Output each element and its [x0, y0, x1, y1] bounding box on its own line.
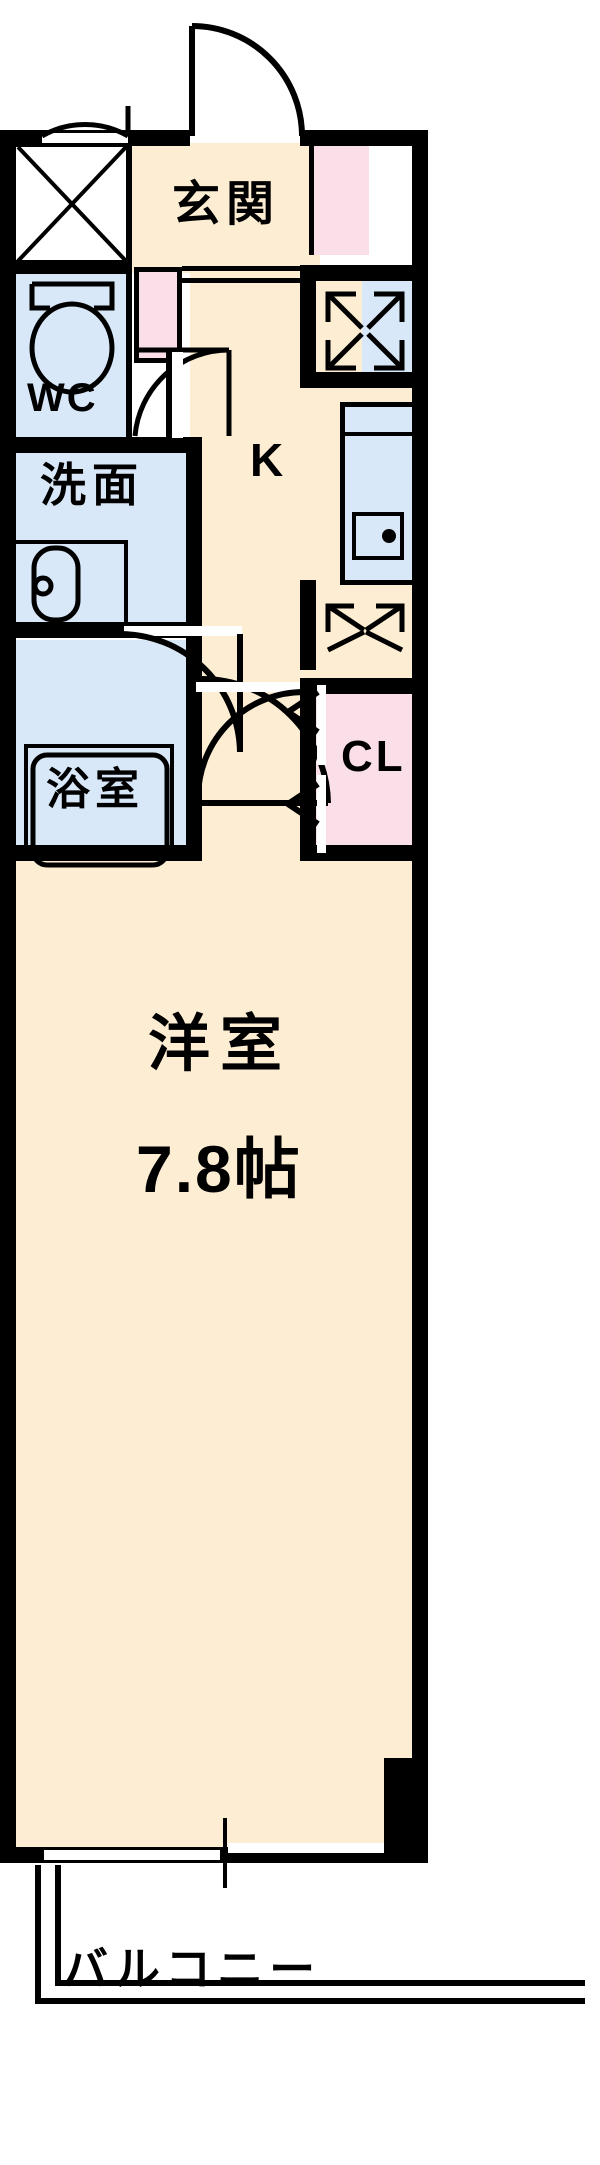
wc-label: WC [27, 376, 98, 420]
entry-closet-border2 [134, 267, 182, 272]
shoe-closet-border-left [309, 143, 314, 255]
wall-top-right [300, 130, 412, 146]
kitchen-unit-divider [340, 432, 414, 436]
toilet-bowl-icon [29, 281, 115, 395]
bath-door-sash [124, 626, 242, 636]
living-fill-mainroom [14, 845, 412, 1863]
kitchen-window-frame-top [300, 265, 412, 281]
wall-genkan-left [126, 143, 132, 443]
wc-door-swing-icon [132, 347, 232, 437]
kitchen-window-frame-left [300, 265, 316, 388]
genkan-label: 玄関 [172, 176, 281, 232]
main-door-sash [196, 682, 300, 692]
mb-box-border-bottom [14, 260, 130, 274]
kitchen-unit-border-left [340, 402, 345, 584]
cl-door-arrow-upper-icon [282, 689, 320, 735]
entry-closet-border4 [134, 358, 182, 363]
main-room-size-label: 7.8帖 [136, 1132, 302, 1206]
cl-closet-fill [315, 693, 412, 848]
window-shutter-x-icon [325, 291, 405, 371]
yokushitsu-label: 浴室 [46, 764, 144, 815]
door-sash-genkan [192, 133, 300, 143]
kitchen-lower-shutter-icon [325, 603, 405, 653]
wall-cl-bottom [300, 845, 428, 861]
bath-door-swing-icon [119, 631, 243, 753]
mb-box-border-top [14, 143, 130, 147]
bathtub-icon [30, 752, 170, 868]
structural-column [384, 1758, 428, 1863]
genkan-step-line-1 [182, 266, 312, 271]
meter-box-x-icon [16, 145, 128, 263]
mb-door-swing-icon [40, 106, 131, 139]
wall-top-mid [132, 130, 190, 146]
balcony-window-sash-left [40, 1850, 220, 1860]
wall-outer-right [412, 130, 428, 1863]
bathtub-outer-border-r [170, 744, 174, 854]
senmen-label: 洗面 [40, 458, 144, 512]
kitchen-unit-border-top [340, 402, 414, 407]
wall-cl-top [300, 678, 428, 694]
cl-label: CL [341, 732, 406, 781]
door-sash-mb [42, 133, 128, 143]
wall-wc-bottom [0, 437, 196, 453]
wall-balcony-head [0, 1847, 44, 1863]
kitchen-sink-bowl-icon [352, 512, 404, 560]
entrance-door-swing-icon [189, 23, 305, 137]
bathtub-outer-border [24, 744, 174, 748]
entry-closet-border3 [177, 267, 182, 363]
main-room-label: 洋室 [148, 1007, 293, 1080]
bathtub-outer-border-l [24, 744, 28, 854]
washbasin-icon [31, 545, 81, 623]
washbasin-counter-right [124, 540, 128, 624]
genkan-step-line-2 [182, 278, 312, 283]
wall-corridor-divider [186, 678, 202, 860]
shoe-closet-fill [313, 143, 369, 255]
kitchen-label: K [250, 434, 284, 486]
balcony-label: バルコニー [62, 1942, 322, 1996]
main-door-swing-icon [195, 689, 307, 797]
window-center-mullion-icon [223, 1818, 227, 1888]
cl-door-sash-upper [317, 685, 326, 765]
wall-yokushitsu-bottom [0, 845, 202, 861]
wc-door-jamb [166, 348, 172, 440]
entry-closet-border [134, 267, 139, 363]
washbasin-counter-top [16, 540, 128, 544]
kitchen-lower-window-frame [300, 580, 316, 670]
living-fill-genkan [130, 143, 320, 273]
cl-door-sash-lower [317, 775, 326, 853]
kitchen-window-frame-bottom [300, 372, 412, 388]
wc-door-sash [171, 352, 183, 438]
balcony-outline [35, 1865, 585, 2004]
balcony-window-sash-right [228, 1843, 384, 1853]
kitchen-unit-border-bottom [340, 580, 414, 585]
cl-door-arrow-lower-icon [282, 781, 320, 827]
wall-outer-left [0, 130, 16, 1863]
wall-senmen-right [186, 437, 202, 637]
